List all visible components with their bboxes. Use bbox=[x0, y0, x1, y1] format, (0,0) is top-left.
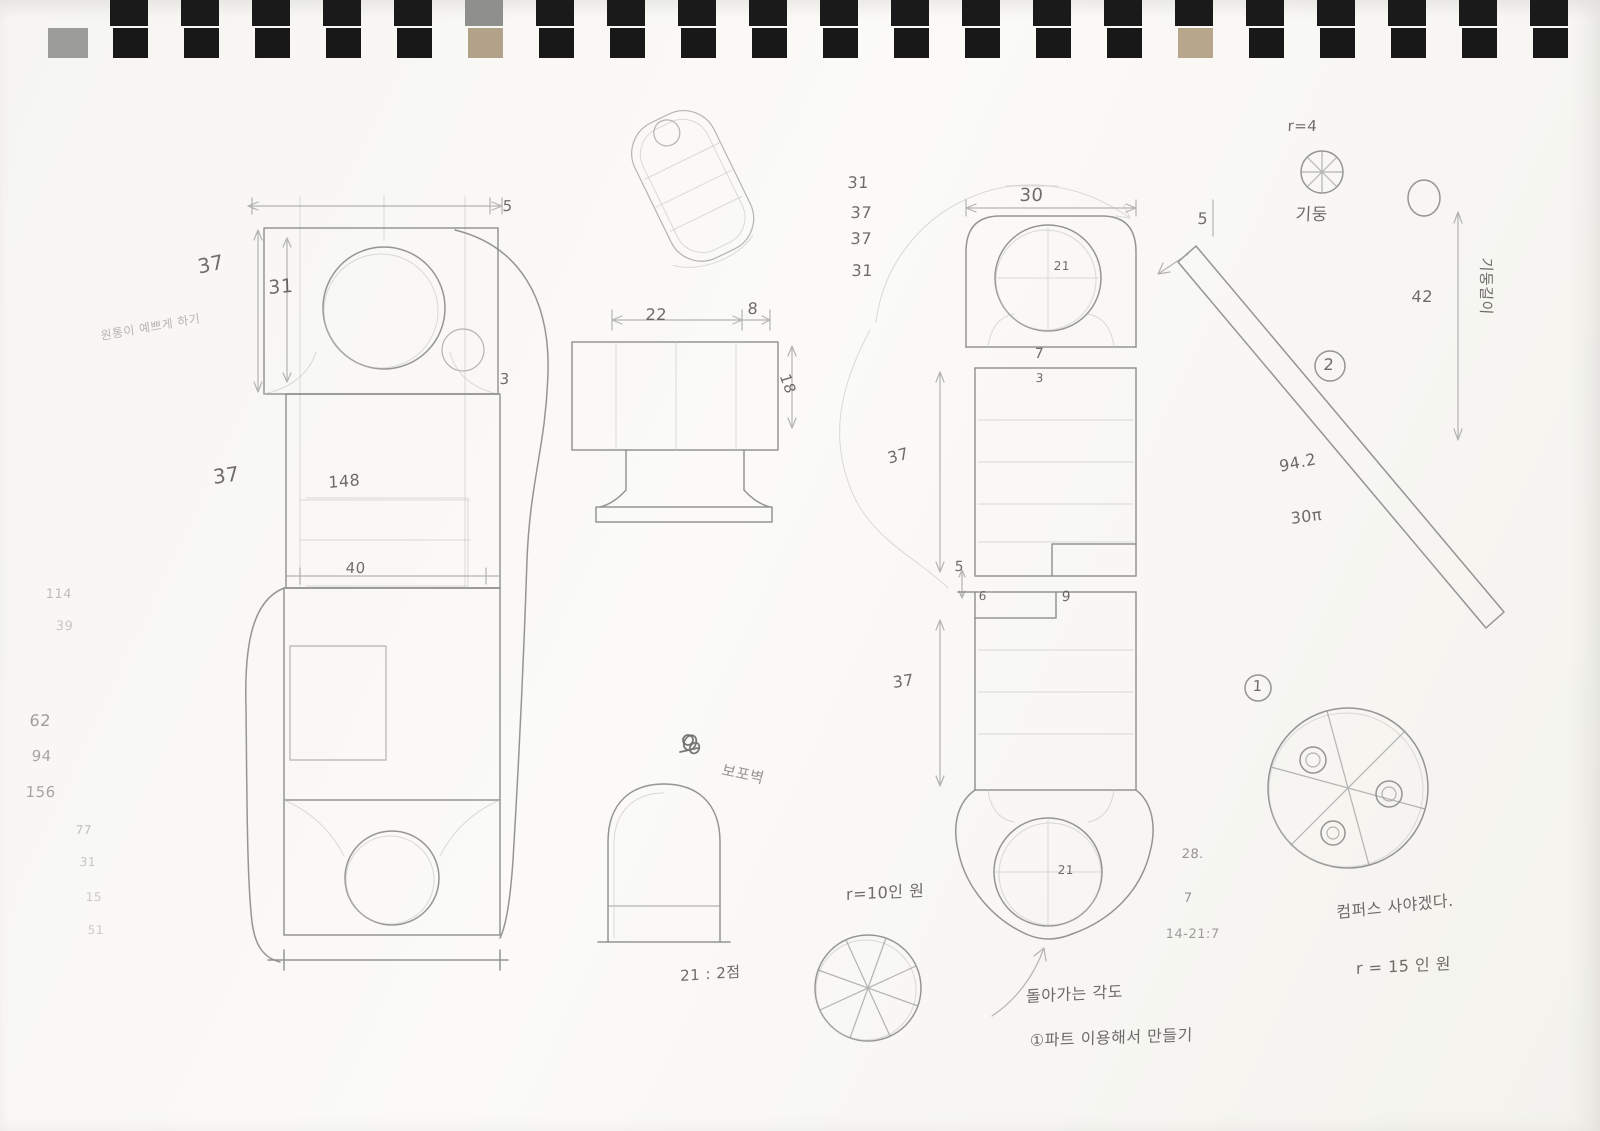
circled-2-label: 2 bbox=[1323, 355, 1335, 374]
dim-37-mid-left: 37 bbox=[211, 461, 241, 489]
faint-28: 28. bbox=[1181, 847, 1205, 862]
faint-114: 114 bbox=[45, 587, 73, 602]
dim-148: 148 bbox=[327, 470, 361, 493]
dim-3-right: 3 bbox=[1035, 371, 1045, 385]
binding-tab-bottom bbox=[965, 28, 1000, 58]
note-r10: r=10인 원 bbox=[846, 880, 925, 905]
binding-strip bbox=[0, 0, 1600, 70]
binding-tab-bottom bbox=[255, 28, 290, 58]
binding-tab-stray bbox=[48, 28, 88, 58]
binding-hole-top bbox=[1175, 0, 1213, 26]
right-elevation-sketch bbox=[839, 184, 1214, 940]
faint-31: 31 bbox=[79, 855, 97, 869]
dim-3-left: 3 bbox=[499, 370, 511, 388]
binding-tab-bottom bbox=[681, 28, 716, 58]
pillar-wheel-sketch bbox=[1300, 150, 1441, 382]
note-r4: r=4 bbox=[1287, 117, 1318, 135]
dim-42: 42 bbox=[1411, 287, 1434, 306]
binding-hole-top bbox=[1246, 0, 1284, 26]
binding-hole-top bbox=[394, 0, 432, 26]
binding-hole-top bbox=[1317, 0, 1355, 26]
binding-hole-top bbox=[1459, 0, 1497, 26]
binding-hole-top bbox=[891, 0, 929, 26]
faint-156: 156 bbox=[25, 783, 57, 801]
note-gidung-gili: 기둥길이 bbox=[1477, 257, 1495, 316]
binding-tab-bottom bbox=[326, 28, 361, 58]
binding-hole-top bbox=[323, 0, 361, 26]
binding-hole-top bbox=[749, 0, 787, 26]
thumbnail-sketch bbox=[631, 110, 755, 268]
dim-40: 40 bbox=[345, 559, 367, 577]
binding-hole-top bbox=[1104, 0, 1142, 26]
dim-6: 6 bbox=[978, 589, 988, 603]
binding-hole-top bbox=[962, 0, 1000, 26]
binding-tab-bottom bbox=[1462, 28, 1497, 58]
arch-sketch bbox=[597, 783, 731, 943]
rotation-wheel-sketch bbox=[814, 934, 1047, 1042]
binding-tab-bottom bbox=[1533, 28, 1568, 58]
note-30pi: 30π bbox=[1289, 504, 1323, 528]
binding-tab-bottom bbox=[1036, 28, 1071, 58]
stack-37-b: 37 bbox=[850, 229, 873, 248]
dim-22: 22 bbox=[645, 305, 668, 324]
circled-1-label: 1 bbox=[1252, 677, 1264, 695]
dim-37-right-2: 37 bbox=[891, 670, 915, 692]
faint-51: 51 bbox=[87, 923, 105, 937]
binding-hole-top bbox=[678, 0, 716, 26]
binding-tab-bottom bbox=[610, 28, 645, 58]
left-elevation-sketch bbox=[245, 195, 549, 971]
cross-part-sketch bbox=[571, 309, 797, 523]
dim-8: 8 bbox=[747, 299, 759, 318]
note-21-2: 21 : 2점 bbox=[679, 962, 741, 986]
binding-hole-top bbox=[181, 0, 219, 26]
dim-5-top: 5 bbox=[502, 197, 514, 215]
binding-tab-bottom bbox=[184, 28, 219, 58]
faint-62: 62 bbox=[29, 711, 52, 730]
dim-31-upper-left: 31 bbox=[267, 274, 294, 300]
dim-5-rightcol: 5 bbox=[1197, 209, 1209, 228]
stack-31-a: 31 bbox=[847, 173, 870, 192]
binding-tab-bottom bbox=[1391, 28, 1426, 58]
dim-21-topcircle: 21 bbox=[1053, 259, 1071, 273]
binding-tab-bottom bbox=[113, 28, 148, 58]
diagonal-bar-sketch bbox=[1157, 211, 1505, 629]
faint-15: 15 bbox=[85, 890, 103, 904]
binding-hole-top bbox=[252, 0, 290, 26]
binding-hole-top bbox=[820, 0, 858, 26]
binding-tab-bottom bbox=[894, 28, 929, 58]
binding-hole-top bbox=[1388, 0, 1426, 26]
dim-21-bottomcircle: 21 bbox=[1057, 863, 1075, 877]
binding-hole-top bbox=[1033, 0, 1071, 26]
binding-hole-top bbox=[110, 0, 148, 26]
binding-tab-bottom bbox=[1107, 28, 1142, 58]
faint-7: 7 bbox=[1183, 891, 1193, 906]
binding-hole-top bbox=[465, 0, 503, 26]
dim-37-upper-left: 37 bbox=[195, 249, 226, 279]
binding-tab-bottom bbox=[468, 28, 503, 58]
binding-hole-top bbox=[1530, 0, 1568, 26]
compass-circle-sketch bbox=[1244, 674, 1429, 869]
dim-30: 30 bbox=[1018, 185, 1044, 206]
binding-hole-top bbox=[536, 0, 574, 26]
faint-77: 77 bbox=[75, 823, 93, 837]
binding-tab-bottom bbox=[752, 28, 787, 58]
stack-31-b: 31 bbox=[851, 261, 874, 280]
dim-5-gap: 5 bbox=[954, 559, 965, 575]
note-gidung: 기둥 bbox=[1295, 205, 1329, 225]
binding-tab-bottom bbox=[1249, 28, 1284, 58]
stack-37-a: 37 bbox=[850, 203, 873, 222]
binding-tab-bottom bbox=[1320, 28, 1355, 58]
faint-14-21-7: 14-21:7 bbox=[1165, 927, 1220, 942]
faint-94: 94 bbox=[31, 747, 53, 765]
scribble-doodle bbox=[679, 734, 701, 755]
binding-tab-bottom bbox=[1178, 28, 1213, 58]
dim-9: 9 bbox=[1061, 589, 1072, 605]
binding-tab-bottom bbox=[823, 28, 858, 58]
dim-7: 7 bbox=[1034, 346, 1045, 362]
faint-39: 39 bbox=[55, 619, 74, 634]
binding-tab-bottom bbox=[539, 28, 574, 58]
binding-hole-top bbox=[607, 0, 645, 26]
binding-tab-bottom bbox=[397, 28, 432, 58]
